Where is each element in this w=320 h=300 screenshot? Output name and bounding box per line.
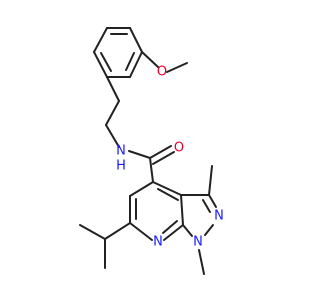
atom-pyrazole-n1: N <box>193 235 203 250</box>
bond-ch2-ch2 <box>105 100 120 126</box>
atom-carbonyl-oxygen: O <box>174 141 184 156</box>
bond-benzene-double-3 <box>100 52 112 72</box>
bond-ch2-nh <box>105 124 120 148</box>
atom-amide-hydrogen: H <box>116 159 126 174</box>
bond-layer <box>79 27 217 275</box>
atom-amide-nitrogen: N <box>116 144 126 159</box>
bond-n2-n1 <box>204 224 214 236</box>
bond-ch-methyl-a <box>79 224 106 240</box>
atom-label-layer: O N H O N N N <box>116 65 224 250</box>
bond-benzene-2 <box>129 27 143 53</box>
bond-c3-methyl <box>208 165 213 196</box>
bond-c4-c3a <box>152 181 182 196</box>
bond-c6-ch <box>104 222 131 240</box>
atom-pyrazole-n2: N <box>214 209 224 224</box>
bond-oxygen-methyl <box>166 62 188 73</box>
bond-benzene-5 <box>93 51 108 78</box>
bond-c5-c4 <box>129 181 154 197</box>
bond-benzene-3 <box>129 51 143 78</box>
bond-benzene-double-2 <box>125 52 135 71</box>
bond-c4-c3a-double <box>157 188 179 201</box>
bond-ring-ch2 <box>106 76 120 102</box>
bond-benzene-6 <box>93 27 108 53</box>
bond-carbonyl-double-a <box>149 145 172 159</box>
bond-c3-n2-double <box>202 199 211 213</box>
molecule-drawing: O N H O N N N <box>79 27 224 275</box>
atom-pyridine-nitrogen: N <box>153 235 163 250</box>
atom-ether-oxygen: O <box>157 65 167 80</box>
bond-carbonyl-double-b <box>152 151 175 165</box>
bond-n1-methyl <box>198 249 205 275</box>
bond-c3a-c7a <box>180 194 184 226</box>
bond-nh-carbonyl <box>128 150 151 159</box>
bond-c7a-n7-double <box>162 220 178 234</box>
bond-aryl-oxygen <box>141 51 159 68</box>
bond-c3-n2 <box>208 194 217 208</box>
bond-n7-c6 <box>129 222 153 241</box>
structure-canvas: O N H O N N N <box>79 27 224 275</box>
bond-c7a-n7 <box>163 224 184 241</box>
bond-n1-c7a <box>182 224 193 237</box>
bond-carbonyl-c4 <box>149 157 154 183</box>
